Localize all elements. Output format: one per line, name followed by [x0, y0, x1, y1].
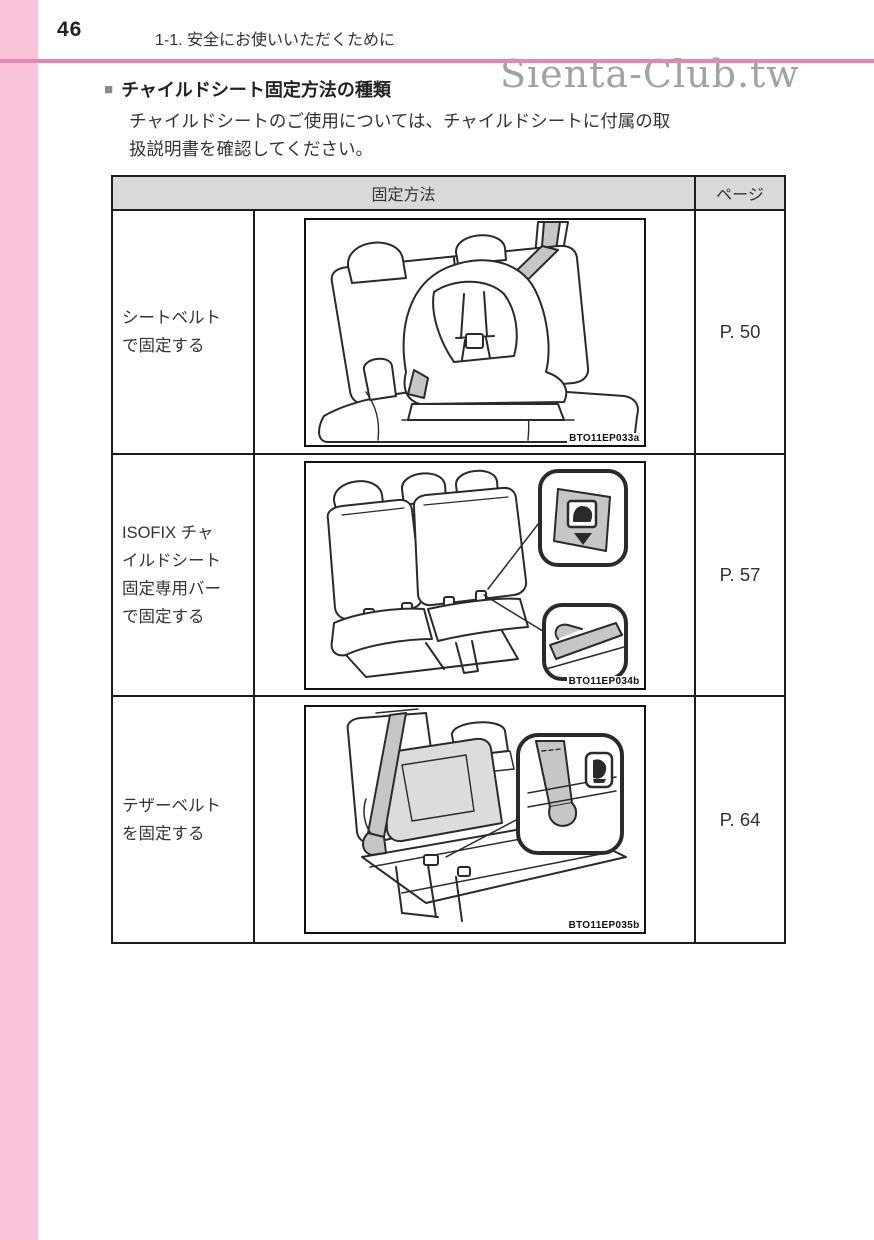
- header-divider-rule: [0, 59, 874, 63]
- isofix-bar-illustration: BTO11EP034b: [303, 460, 646, 690]
- page-edge-accent-strip: [0, 0, 38, 1240]
- table-row-isofix: ISOFIX チャ イルドシート 固定専用バー で固定する: [113, 453, 784, 695]
- tether-belt-illustration: BTO11EP035b: [303, 705, 646, 934]
- figure-code-label: BTO11EP034b: [566, 675, 642, 687]
- isofix-bar-drawing: [326, 468, 628, 681]
- page-reference: P. 64: [694, 697, 784, 942]
- figure-code-label: BTO11EP033a: [567, 432, 642, 444]
- page-number: 46: [57, 18, 83, 41]
- row-label: テザーベルト を固定する: [113, 697, 255, 942]
- tether-belt-drawing: [346, 708, 627, 922]
- table-row-seatbelt: シートベルト で固定する: [113, 209, 784, 453]
- table-row-tether: テザーベルト を固定する: [113, 695, 784, 942]
- intro-paragraph: チャイルドシートのご使用については、チャイルドシートに付属の取 扱説明書を確認し…: [129, 111, 671, 159]
- row-label: シートベルト で固定する: [113, 211, 255, 453]
- row-figure-cell: BTO11EP033a: [255, 211, 694, 453]
- figure-code-label: BTO11EP035b: [566, 920, 642, 931]
- section-heading-title: チャイルドシート固定方法の種類: [121, 80, 391, 100]
- table-header-method: 固定方法: [371, 187, 436, 204]
- seatbelt-fixing-illustration: BTO11EP033a: [303, 217, 646, 447]
- section-heading: ■ チャイルドシート固定方法の種類: [104, 76, 391, 102]
- row-figure-cell: BTO11EP034b: [255, 455, 694, 695]
- fixing-methods-table: 固定方法 ページ シートベルト で固定する: [111, 175, 786, 944]
- seatbelt-fixing-drawing: [317, 220, 639, 443]
- page-reference: P. 57: [694, 455, 784, 695]
- section-breadcrumb: 1-1. 安全にお使いいただくために: [155, 32, 396, 49]
- row-label: ISOFIX チャ イルドシート 固定専用バー で固定する: [113, 455, 255, 695]
- square-bullet-icon: ■: [104, 80, 114, 98]
- table-header-row: 固定方法 ページ: [113, 177, 784, 209]
- row-figure-cell: BTO11EP035b: [255, 697, 694, 942]
- table-header-page: ページ: [694, 177, 784, 209]
- page-reference: P. 50: [694, 211, 784, 453]
